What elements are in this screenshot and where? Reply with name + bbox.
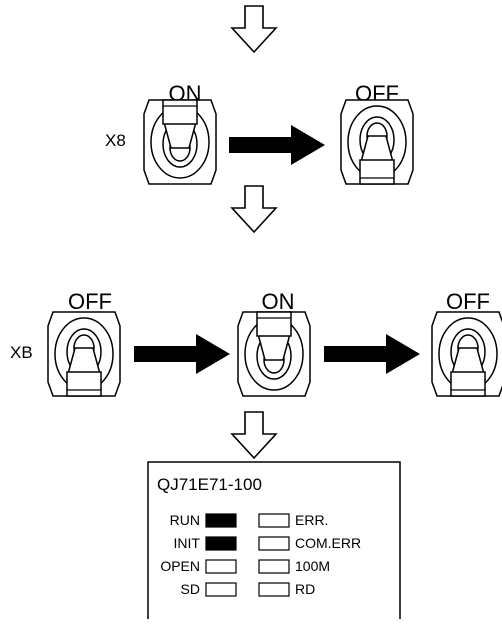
x8-switch-on-icon xyxy=(143,99,217,185)
led-label-com-err: COM.ERR xyxy=(295,535,361,551)
led-sd xyxy=(205,582,237,597)
x8-switch-label: X8 xyxy=(105,131,126,150)
led-label-init: INIT xyxy=(174,535,201,551)
led-run xyxy=(205,513,237,528)
led-label-open: OPEN xyxy=(160,558,200,574)
step-down-arrow-3 xyxy=(231,411,277,459)
led-label-100m: 100M xyxy=(295,558,330,574)
transition-arrow-3 xyxy=(324,334,420,374)
led-err xyxy=(258,513,290,528)
transition-arrow-2 xyxy=(134,334,230,374)
xb-state-1: OFF xyxy=(68,289,112,314)
led-rd xyxy=(258,582,290,597)
xb-state-2: ON xyxy=(262,289,295,314)
step-down-arrow-1 xyxy=(231,5,277,53)
led-com-err xyxy=(258,536,290,551)
led-label-sd: SD xyxy=(181,581,200,597)
led-open xyxy=(205,559,237,574)
xb-switch-label: XB xyxy=(10,343,33,362)
xb-switch-on-icon xyxy=(237,311,311,397)
xb-switch-off-icon-2 xyxy=(431,311,502,397)
xb-switch-off-icon-1 xyxy=(47,311,121,397)
led-label-run: RUN xyxy=(170,512,200,528)
xb-state-3: OFF xyxy=(446,289,490,314)
led-label-rd: RD xyxy=(295,581,315,597)
led-100m xyxy=(258,559,290,574)
module-led-panel: QJ71E71-100 RUN INIT OPEN SD ERR. COM.ER… xyxy=(147,461,401,619)
led-init xyxy=(205,536,237,551)
led-label-err: ERR. xyxy=(295,512,328,528)
x8-switch-off-icon xyxy=(340,99,414,185)
transition-arrow-1 xyxy=(229,125,325,165)
step-down-arrow-2 xyxy=(231,185,277,233)
module-title: QJ71E71-100 xyxy=(157,475,262,494)
